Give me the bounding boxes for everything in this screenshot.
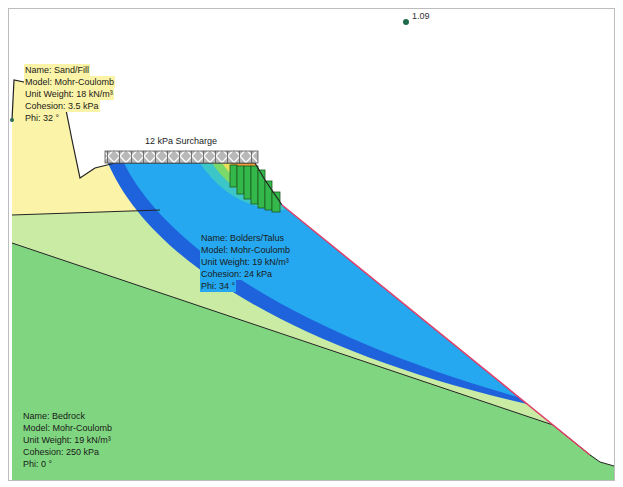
material-property: Unit Weight: 19 kN/m³ bbox=[200, 256, 290, 268]
material-property: Phi: 0 ° bbox=[22, 458, 53, 470]
material-label: Name: Sand/FillModel: Mohr-CoulombUnit W… bbox=[24, 64, 115, 124]
material-label: Name: Bolders/TalusModel: Mohr-CoulombUn… bbox=[200, 232, 291, 292]
ground-surface bbox=[12, 80, 282, 205]
slip-band-inner bbox=[124, 163, 518, 397]
material-property: Model: Mohr-Coulomb bbox=[200, 244, 291, 256]
layer-boundary bbox=[12, 243, 590, 455]
frame bbox=[9, 9, 615, 481]
material-property: 12 kPa Surcharge bbox=[144, 135, 218, 147]
material-label: Name: BedrockModel: Mohr-CoulombUnit Wei… bbox=[22, 410, 113, 470]
material-property: Cohesion: 24 kPa bbox=[200, 268, 273, 280]
material-property: Name: Sand/Fill bbox=[24, 64, 90, 76]
layer-boundary bbox=[12, 210, 160, 215]
material-property: Unit Weight: 19 kN/m³ bbox=[22, 434, 112, 446]
material-property: Cohesion: 250 kPa bbox=[22, 446, 100, 458]
material-property: Model: Mohr-Coulomb bbox=[22, 422, 113, 434]
material-property: Phi: 34 ° bbox=[200, 280, 236, 292]
slip-band-outer bbox=[108, 163, 527, 404]
factor-of-safety: 1.09 bbox=[412, 11, 430, 22]
surcharge-load bbox=[105, 151, 258, 163]
ground-surface bbox=[590, 455, 614, 466]
slip-centre bbox=[403, 19, 409, 25]
load-label: 12 kPa Surcharge bbox=[144, 135, 218, 147]
material-property: Model: Mohr-Coulomb bbox=[24, 76, 115, 88]
slope-face bbox=[282, 205, 590, 455]
material-property: Phi: 32 ° bbox=[24, 112, 60, 124]
material-property: Cohesion: 3.5 kPa bbox=[24, 100, 100, 112]
slices bbox=[230, 165, 280, 212]
material-property: Name: Bolders/Talus bbox=[200, 232, 285, 244]
material-property: Unit Weight: 18 kN/m³ bbox=[24, 88, 114, 100]
point bbox=[10, 118, 14, 122]
material-property: Name: Bedrock bbox=[22, 410, 86, 422]
